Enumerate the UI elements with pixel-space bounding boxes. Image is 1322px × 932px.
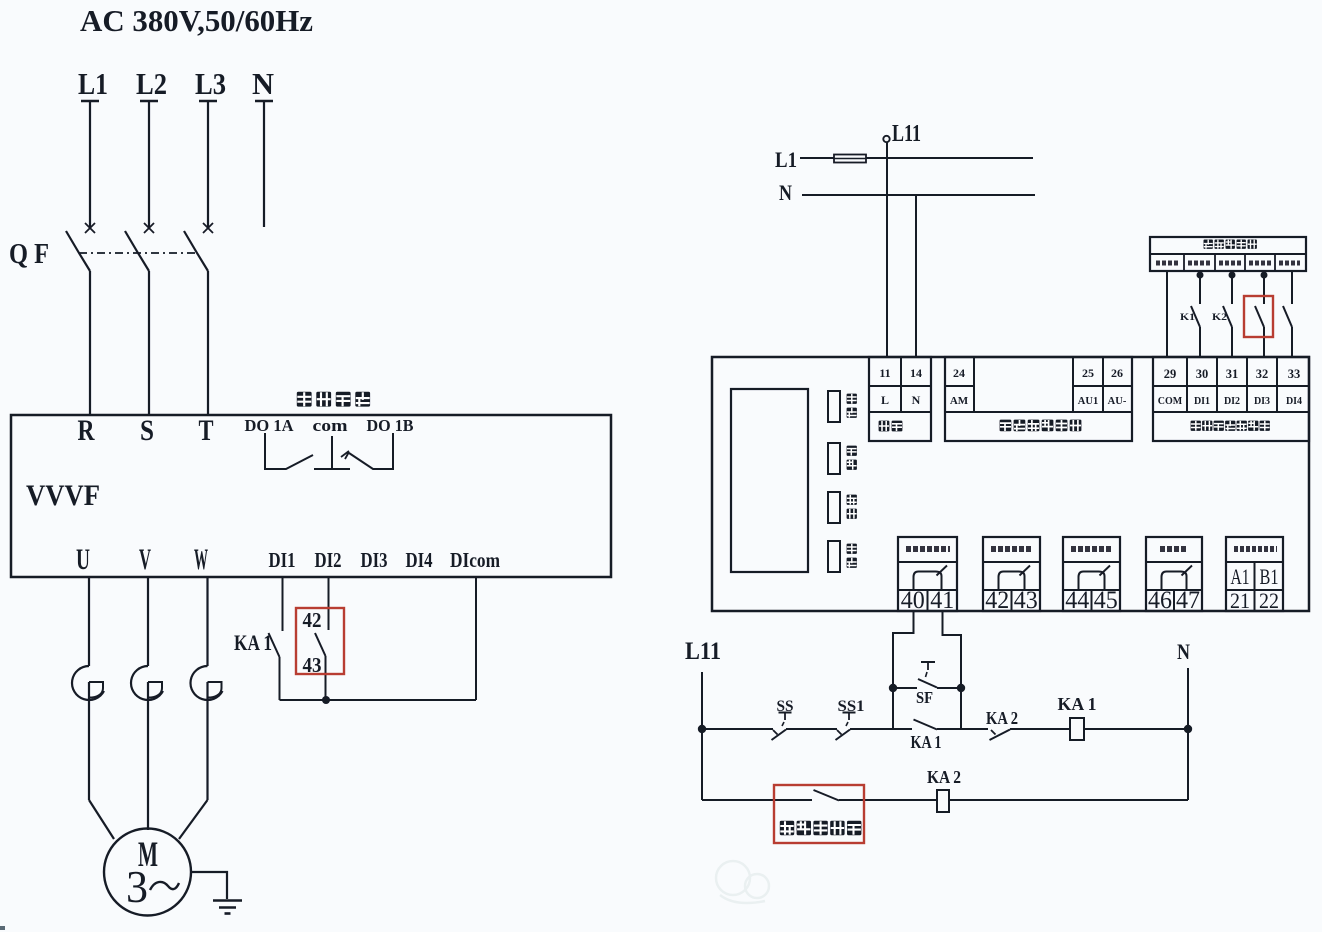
svg-text:K1: K1 — [1180, 312, 1196, 322]
svg-text:M: M — [138, 834, 158, 874]
svg-text:L11: L11 — [685, 638, 721, 665]
svg-text:SS: SS — [777, 698, 794, 715]
svg-text:W: W — [194, 543, 208, 576]
svg-text:COM: COM — [1158, 396, 1183, 407]
svg-text:SF: SF — [916, 688, 933, 707]
svg-text:43: 43 — [1014, 587, 1038, 614]
svg-text:DO 1B: DO 1B — [367, 416, 414, 435]
svg-text:com: com — [313, 416, 348, 435]
svg-text:42: 42 — [303, 608, 322, 632]
svg-text:L: L — [881, 393, 889, 407]
svg-text:26: 26 — [1111, 366, 1123, 380]
svg-text:A1: A1 — [1231, 564, 1250, 589]
svg-text:24: 24 — [953, 366, 965, 380]
svg-text:L2: L2 — [136, 66, 167, 101]
svg-text:KA 2: KA 2 — [986, 708, 1018, 728]
svg-text:22: 22 — [1259, 588, 1279, 613]
svg-text:DI3: DI3 — [361, 548, 388, 572]
svg-text:AU1: AU1 — [1078, 396, 1098, 407]
svg-text:32: 32 — [1256, 367, 1269, 381]
svg-text:30: 30 — [1196, 367, 1209, 381]
svg-text:44: 44 — [1065, 587, 1089, 614]
svg-text:40: 40 — [901, 587, 925, 614]
svg-text:SS1: SS1 — [838, 698, 865, 715]
svg-text:42: 42 — [985, 587, 1009, 614]
svg-text:DI1: DI1 — [1194, 396, 1210, 407]
svg-text:DI1: DI1 — [269, 548, 296, 572]
svg-text:R: R — [78, 414, 95, 447]
svg-text:31: 31 — [1226, 367, 1239, 381]
svg-text:T: T — [199, 414, 214, 447]
svg-text:KA 2: KA 2 — [927, 767, 961, 787]
svg-text:45: 45 — [1094, 587, 1118, 614]
svg-text:DI4: DI4 — [1286, 396, 1302, 407]
svg-text:47: 47 — [1176, 587, 1200, 614]
svg-text:KA 1: KA 1 — [234, 630, 272, 655]
svg-text:U: U — [76, 543, 90, 576]
svg-text:29: 29 — [1164, 367, 1177, 381]
svg-text:K2: K2 — [1212, 312, 1228, 322]
svg-text:VVVF: VVVF — [26, 479, 100, 512]
svg-text:25: 25 — [1082, 366, 1094, 380]
svg-text:N: N — [779, 180, 792, 205]
svg-text:46: 46 — [1148, 587, 1172, 614]
svg-text:DIcom: DIcom — [450, 548, 500, 572]
svg-text:41: 41 — [930, 587, 954, 614]
svg-text:S: S — [140, 414, 154, 447]
svg-text:N: N — [252, 66, 274, 101]
svg-text:AM: AM — [950, 395, 969, 407]
svg-text:AU-: AU- — [1108, 396, 1127, 407]
svg-text:21: 21 — [1230, 588, 1250, 613]
svg-text:Q F: Q F — [9, 238, 49, 270]
svg-text:L1: L1 — [78, 66, 108, 101]
svg-text:DO 1A: DO 1A — [245, 416, 295, 435]
svg-text:KA 1: KA 1 — [911, 732, 942, 752]
svg-text:AC 380V,50/60Hz: AC 380V,50/60Hz — [80, 3, 313, 38]
svg-text:14: 14 — [910, 366, 922, 380]
svg-text:33: 33 — [1288, 367, 1301, 381]
svg-text:B1: B1 — [1260, 564, 1279, 589]
svg-text:L11: L11 — [892, 121, 921, 147]
svg-text:N: N — [1177, 639, 1190, 664]
svg-text:DI2: DI2 — [1224, 396, 1240, 407]
svg-text:L3: L3 — [195, 66, 226, 101]
svg-text:11: 11 — [879, 366, 890, 380]
svg-text:N: N — [912, 393, 921, 407]
svg-text:DI2: DI2 — [315, 548, 342, 572]
svg-text:L1: L1 — [775, 147, 797, 172]
svg-text:V: V — [139, 543, 151, 576]
svg-text:3: 3 — [126, 861, 148, 912]
svg-text:DI4: DI4 — [406, 548, 433, 572]
svg-text:43: 43 — [303, 653, 322, 677]
svg-text:KA 1: KA 1 — [1058, 694, 1097, 714]
svg-text:DI3: DI3 — [1254, 396, 1270, 407]
